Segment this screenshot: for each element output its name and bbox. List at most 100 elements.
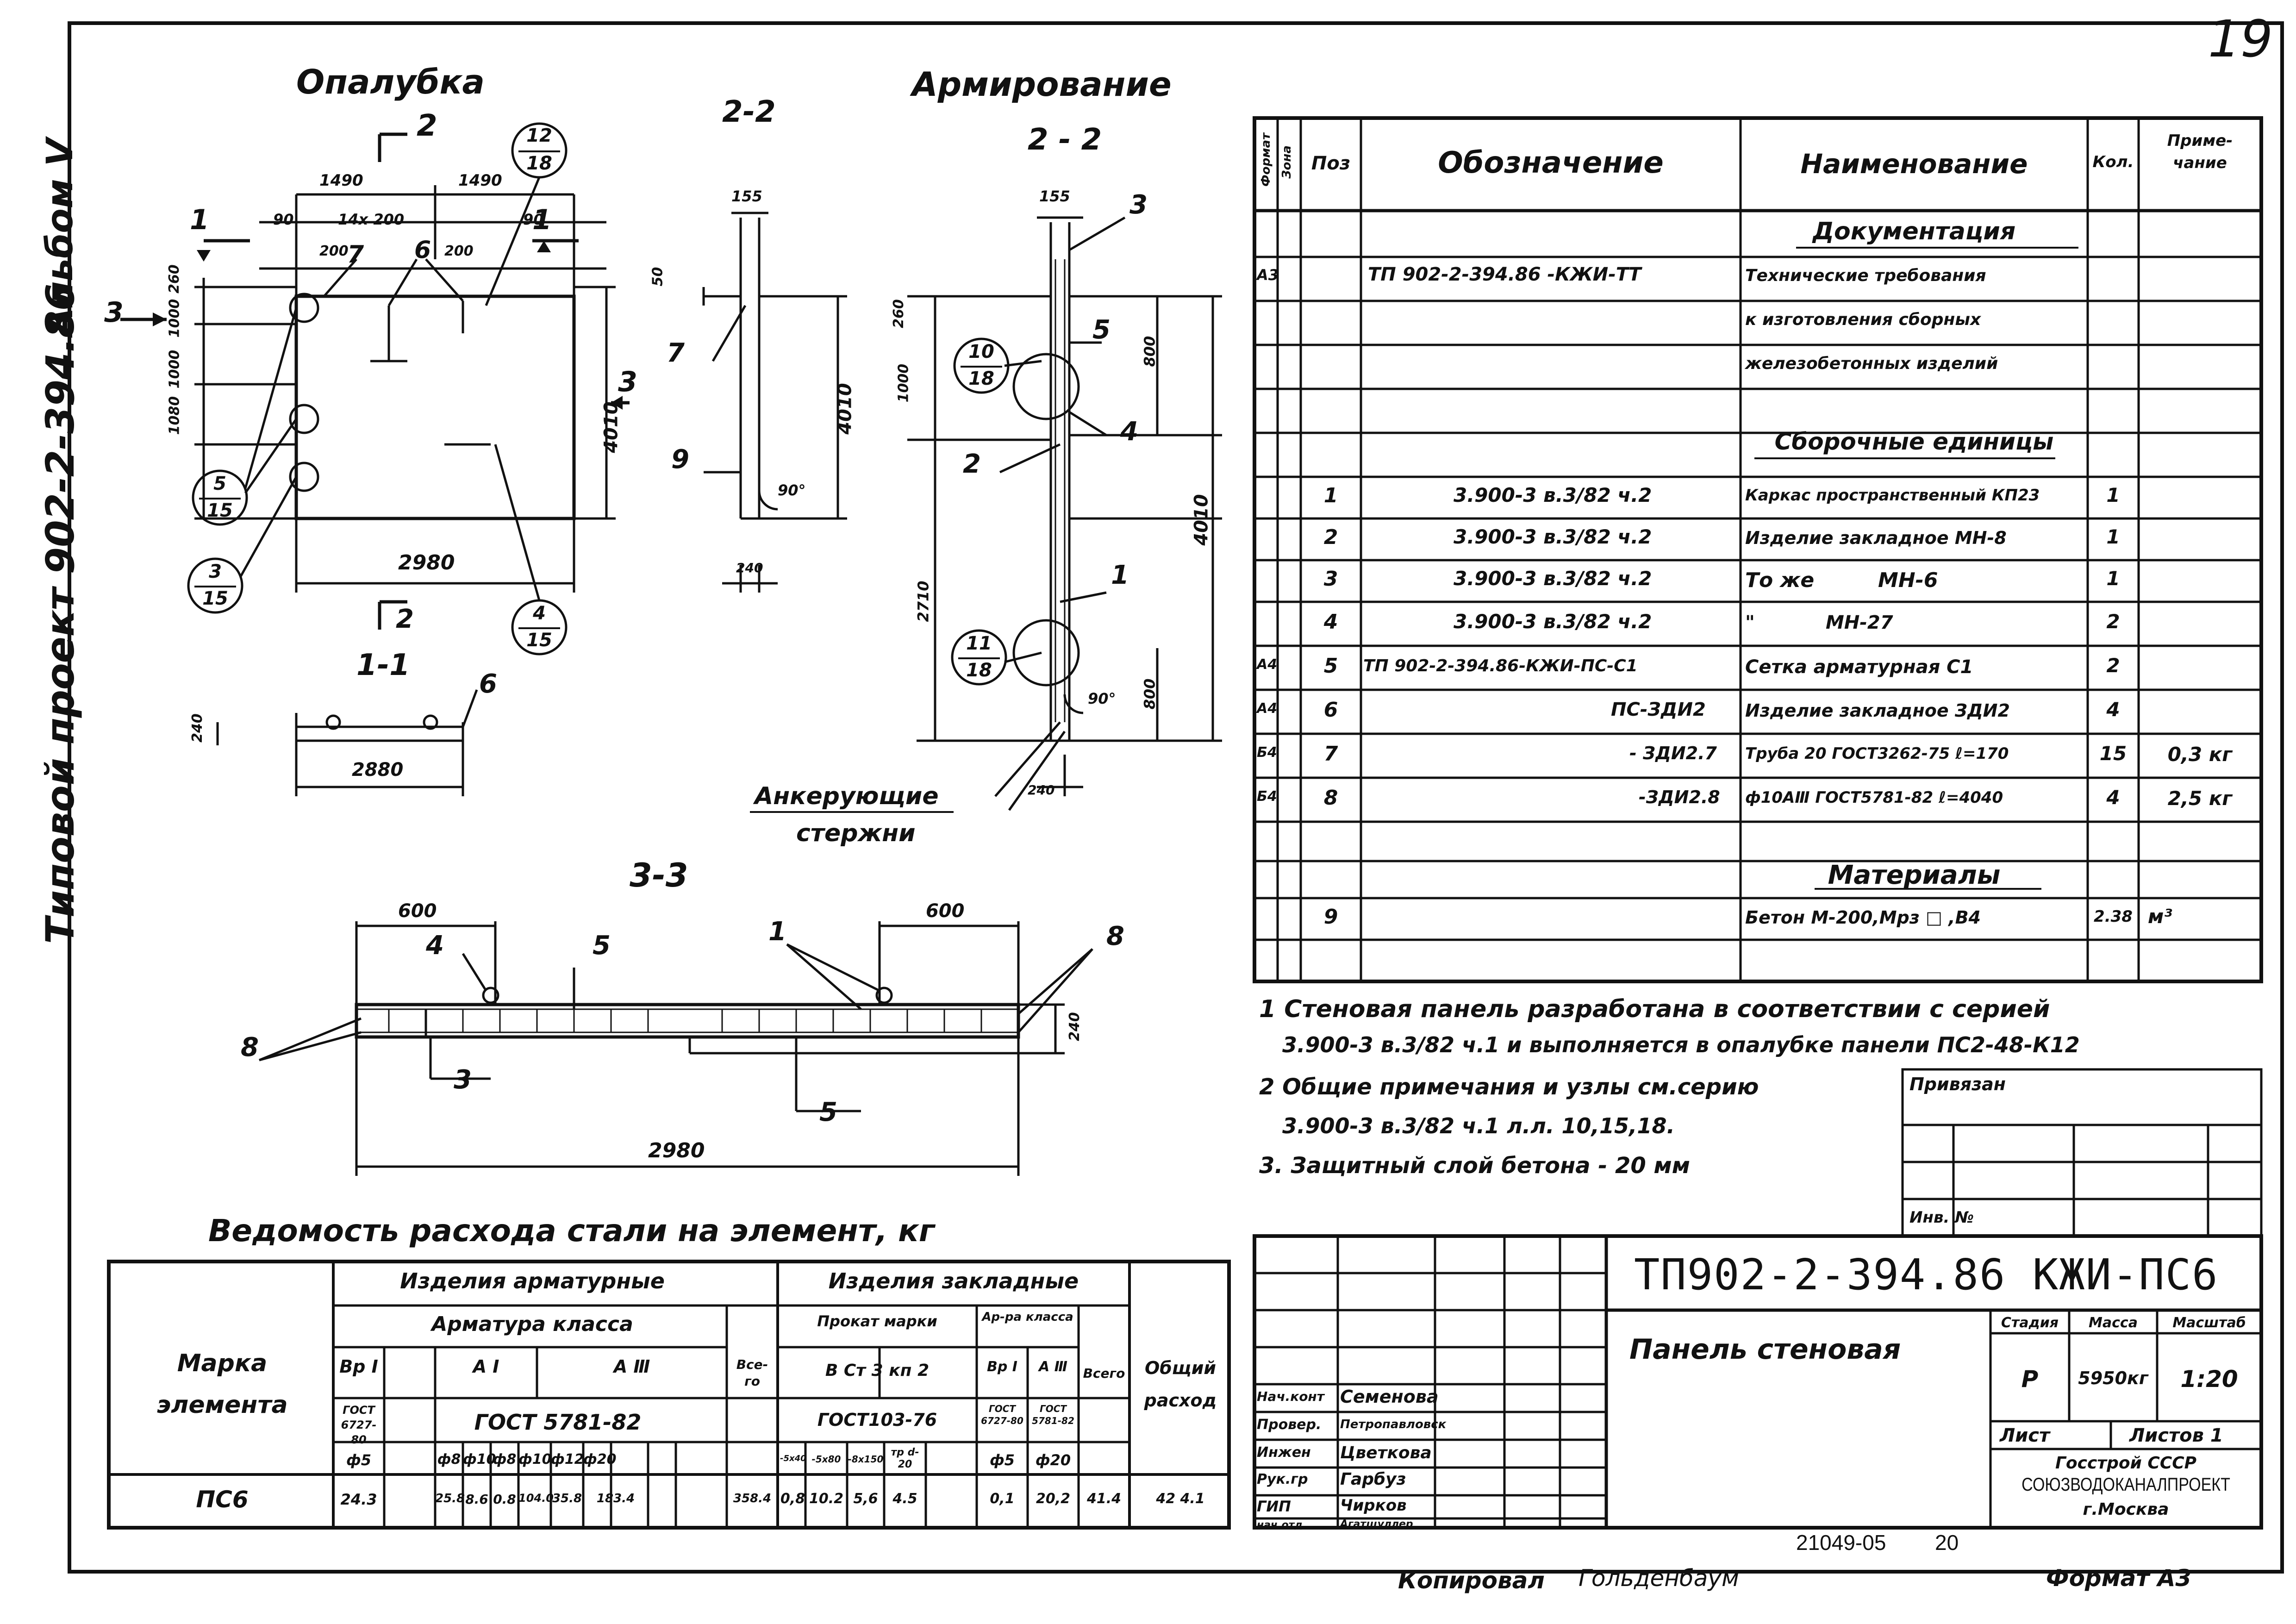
steel-row-value: 183.4	[596, 1492, 635, 1505]
pos-5-reinforcement: 5	[1092, 315, 1111, 345]
dim-1490-left: 1490	[319, 171, 363, 190]
steel-row-value: 5,6	[853, 1491, 878, 1507]
spec-row-name: Изделие закладное ЗДИ2	[1745, 700, 2010, 721]
dim-1080: 1080	[166, 396, 183, 435]
mass-header: Масса	[2089, 1315, 2138, 1331]
steel-diam: ф10	[463, 1451, 496, 1468]
steel-header-gost-5781-2: ГОСТ 5781-82	[1032, 1403, 1074, 1426]
steel-diam: ф10	[518, 1451, 552, 1468]
dim-240-sec22: 240	[736, 560, 763, 575]
dim-800-b: 800	[1141, 678, 1159, 710]
spec-row-name: Сетка арматурная С1	[1745, 656, 1973, 678]
pos-6-formwork: 6	[414, 236, 431, 264]
footer-format: Формат А3	[2046, 1565, 2192, 1592]
spec-doc-name-2: к изготовления сборных	[1745, 310, 1981, 329]
spec-row-qty: 1	[2106, 567, 2120, 590]
steel-diam: -8х150	[848, 1454, 884, 1465]
dim-260-b: 260	[890, 299, 907, 328]
role-person: Чирков	[1340, 1496, 1407, 1515]
spec-row-designation: - ЗДИ2.7	[1629, 743, 1717, 763]
section-1-1-title: 1-1	[356, 648, 410, 682]
spec-row-designation: -ЗДИ2.8	[1639, 787, 1720, 807]
spec-section-materials: Материалы	[1828, 860, 2001, 890]
spec-row-name: ф10АⅢ ГОСТ5781-82 ℓ=4040	[1745, 788, 2003, 807]
pos-8-sec33-left: 8	[241, 1032, 259, 1062]
dim-200-b: 200	[444, 243, 474, 259]
spec-row-pos: 3	[1323, 567, 1338, 591]
callout-5-15-bar	[199, 498, 241, 500]
spec-material-qty: 2.38	[2094, 907, 2133, 926]
note-1-line2: 3.900-3 в.3/82 ч.1 и выполняется в опалу…	[1282, 1032, 2080, 1057]
sheet-label: Лист	[2000, 1425, 2050, 1446]
callout-3-15-bottom: 15	[202, 588, 228, 609]
steel-header-total-a: Все-го	[736, 1357, 768, 1389]
angle-90-a: 90°	[778, 481, 806, 499]
steel-header-gost-6727-2: ГОСТ 6727-80	[981, 1403, 1023, 1426]
sheets-label: Листов 1	[2129, 1425, 2223, 1446]
pos-7-formwork: 7	[347, 241, 364, 269]
spec-material-pos: 9	[1323, 905, 1338, 929]
spec-header-note: Приме-чание	[2167, 131, 2233, 172]
steel-row-value: 35.8	[552, 1492, 582, 1505]
steel-header-a3-2: А Ⅲ	[1038, 1359, 1068, 1375]
dim-155-a: 155	[731, 187, 762, 205]
callout-4-15-bottom: 15	[526, 630, 552, 651]
steel-row-total: 42 4.1	[1156, 1491, 1205, 1507]
spec-section-documentation: Документация	[1812, 218, 2016, 245]
steel-header-embedded: Изделия закладные	[828, 1268, 1079, 1293]
spec-row-format: Б4	[1257, 788, 1277, 805]
scale-header: Масштаб	[2172, 1315, 2246, 1331]
pos-5-sec33-top: 5	[593, 931, 611, 961]
dim-800-a: 800	[1141, 336, 1159, 367]
spec-row-format: Б4	[1257, 744, 1277, 761]
note-2-line1: 2 Общие примечания и узлы см.серию	[1259, 1074, 1759, 1100]
spec-row-designation: ПС-ЗДИ2	[1611, 699, 1706, 720]
spec-row-pos: 1	[1323, 484, 1338, 507]
steel-header-armature: Изделия арматурные	[400, 1268, 665, 1293]
spec-row-name: " МН-27	[1745, 612, 1893, 633]
section-mark-1-right: 1	[532, 204, 552, 236]
steel-diam: -5х80	[811, 1454, 841, 1465]
steel-header-common: Общий расход	[1144, 1358, 1217, 1411]
spec-row-name: Каркас пространственный КП23	[1745, 486, 2040, 505]
dim-2980-formwork: 2980	[398, 551, 455, 575]
spec-row-pos: 4	[1323, 610, 1338, 634]
pos-4-reinforcement: 4	[1120, 417, 1138, 447]
callout-10-18-bottom: 18	[968, 368, 994, 389]
dim-50: 50	[649, 267, 666, 287]
note-1-line1: 1 Стеновая панель разработана в соответс…	[1259, 995, 2050, 1023]
spec-doc-designation: ТП 902-2-394.86 -КЖИ-ТТ	[1368, 264, 1641, 285]
spec-row-note: 0,3 кг	[2167, 743, 2233, 766]
steel-header-prokat: Прокат марки	[817, 1312, 937, 1330]
spec-doc-format: А3	[1257, 266, 1279, 284]
steel-header-a3: А Ⅲ	[613, 1356, 650, 1377]
steel-header-mark: Марка элемента	[156, 1349, 288, 1419]
spec-row-pos: 7	[1323, 742, 1338, 766]
spec-row-name: Изделие закладное МН-8	[1745, 528, 2007, 548]
callout-10-18-top: 10	[968, 341, 994, 362]
dim-1000-a: 1000	[166, 299, 183, 338]
steel-row-value: 0,8	[780, 1491, 805, 1507]
spec-row-qty: 1	[2106, 484, 2120, 506]
spec-row-name: То же МН-6	[1745, 568, 1938, 592]
dim-14x200: 14х 200	[338, 211, 405, 228]
role-person: Семенова	[1340, 1387, 1439, 1407]
steel-header-bri: Вр Ⅰ	[339, 1356, 378, 1377]
callout-12-18-top: 12	[526, 125, 552, 146]
callout-4-15-top: 4	[533, 603, 546, 624]
spec-header-designation: Обозначение	[1438, 146, 1664, 180]
dim-2980-sec33: 2980	[648, 1139, 705, 1162]
footer-order-number: 21049-05	[1796, 1530, 1886, 1555]
spec-header-pos: Поз	[1311, 153, 1351, 174]
dim-1000-b: 1000	[166, 350, 183, 389]
callout-5-15-top: 5	[213, 473, 226, 494]
dim-4010-sec22: 4010	[834, 383, 856, 435]
note-2-line2: 3.900-3 в.3/82 ч.1 л.л. 10,15,18.	[1282, 1113, 1675, 1138]
section-mark-2-bottom: 2	[396, 604, 414, 634]
pos-4-sec33: 4	[426, 931, 444, 961]
dim-2880: 2880	[352, 759, 404, 781]
steel-header-gost-5781: ГОСТ 5781-82	[474, 1410, 642, 1435]
role-person: Петропавловск	[1340, 1418, 1447, 1431]
steel-diam: ф8	[493, 1451, 517, 1468]
steel-header-a1: А Ⅰ	[473, 1356, 499, 1377]
